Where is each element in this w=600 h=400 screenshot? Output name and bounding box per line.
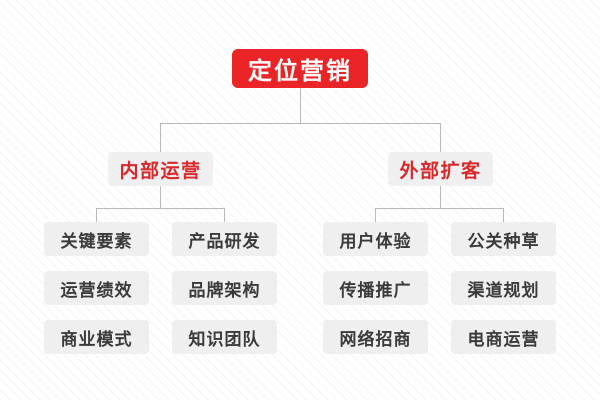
connector-right-branch-stem bbox=[440, 186, 441, 208]
connector-branch-bar bbox=[160, 123, 441, 124]
leaf-node[interactable]: 商业模式 bbox=[44, 320, 149, 354]
leaf-node[interactable]: 品牌架构 bbox=[172, 271, 277, 305]
root-node[interactable]: 定位营销 bbox=[232, 49, 368, 88]
leaf-node[interactable]: 传播推广 bbox=[323, 271, 428, 305]
connector-branch-left-drop bbox=[160, 123, 161, 152]
leaf-node[interactable]: 用户体验 bbox=[323, 222, 428, 256]
leaf-node[interactable]: 关键要素 bbox=[44, 222, 149, 256]
leaf-node[interactable]: 渠道规划 bbox=[451, 271, 556, 305]
leaf-node[interactable]: 产品研发 bbox=[172, 222, 277, 256]
leaf-node[interactable]: 运营绩效 bbox=[44, 271, 149, 305]
connector-left-leaf-bar bbox=[96, 208, 225, 209]
connector-left-leaf-col1-drop bbox=[96, 208, 97, 222]
connector-right-leaf-col1-drop bbox=[375, 208, 376, 222]
connector-root-stem bbox=[300, 88, 301, 123]
leaf-node[interactable]: 公关种草 bbox=[451, 222, 556, 256]
leaf-node[interactable]: 网络招商 bbox=[323, 320, 428, 354]
branch-node-external-expansion[interactable]: 外部扩客 bbox=[388, 152, 493, 186]
leaf-node[interactable]: 知识团队 bbox=[172, 320, 277, 354]
connector-left-leaf-col2-drop bbox=[224, 208, 225, 222]
connector-right-leaf-bar bbox=[375, 208, 504, 209]
leaf-node[interactable]: 电商运营 bbox=[451, 320, 556, 354]
branch-node-internal-operations[interactable]: 内部运营 bbox=[108, 152, 213, 186]
connector-left-branch-stem bbox=[160, 186, 161, 208]
connector-branch-right-drop bbox=[440, 123, 441, 152]
connector-right-leaf-col2-drop bbox=[503, 208, 504, 222]
